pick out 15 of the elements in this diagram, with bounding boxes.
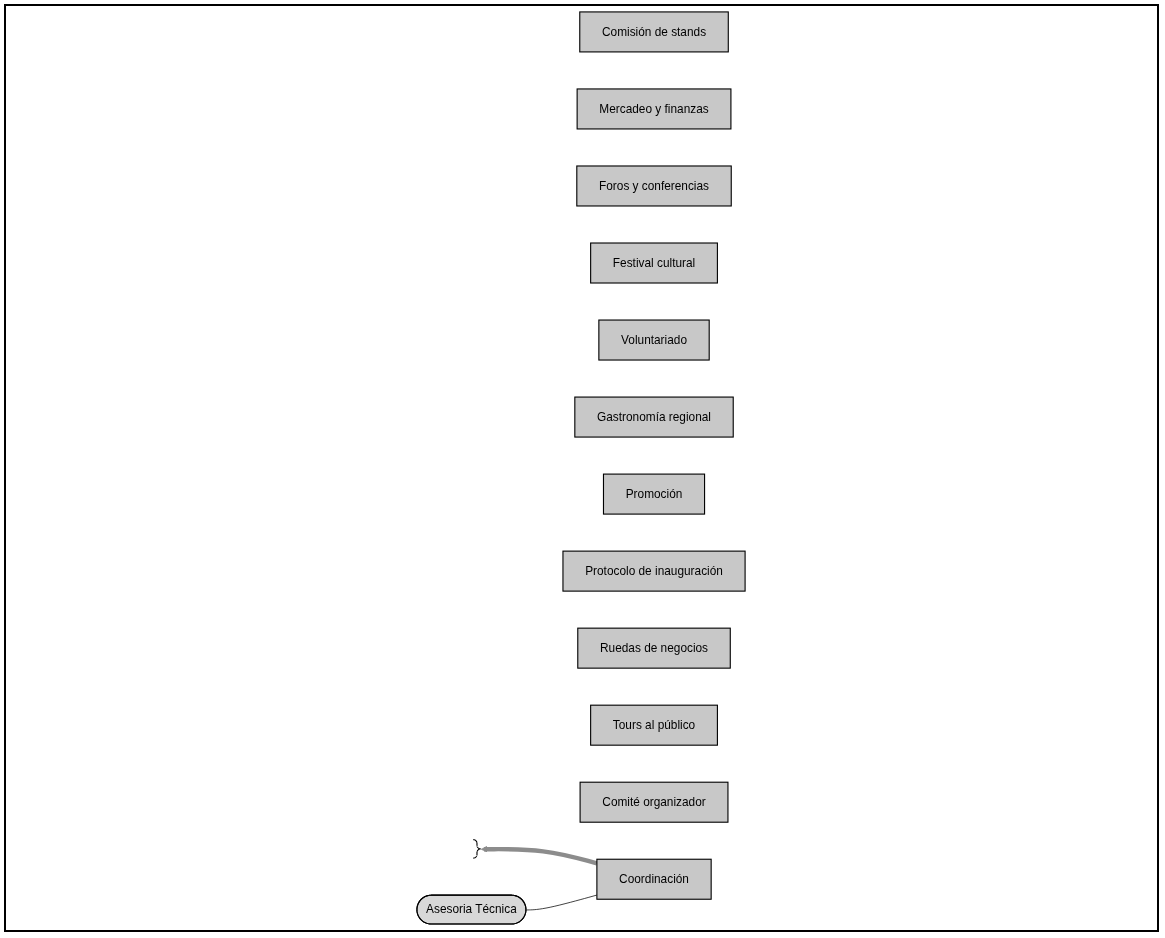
node-box: Voluntariado	[598, 319, 711, 361]
node-box: Festival cultural	[590, 242, 719, 284]
arrow	[481, 845, 598, 866]
connector	[526, 894, 598, 911]
node-box: Comisión de stands	[579, 11, 730, 53]
node-box: Gastronomía regional	[574, 396, 735, 438]
node-box: Ruedas de negocios	[577, 627, 732, 669]
node-box: Coordinación	[596, 858, 713, 900]
node-box: Mercadeo y finanzas	[577, 88, 732, 130]
node-box: Comité organizador	[580, 781, 729, 823]
node-bracket	[473, 839, 482, 859]
node-box: Protocolo de inauguración	[562, 550, 747, 592]
node-box: Tours al público	[590, 704, 719, 746]
node-box: Foros y conferencias	[576, 165, 733, 207]
node-box: Promoción	[603, 473, 706, 515]
